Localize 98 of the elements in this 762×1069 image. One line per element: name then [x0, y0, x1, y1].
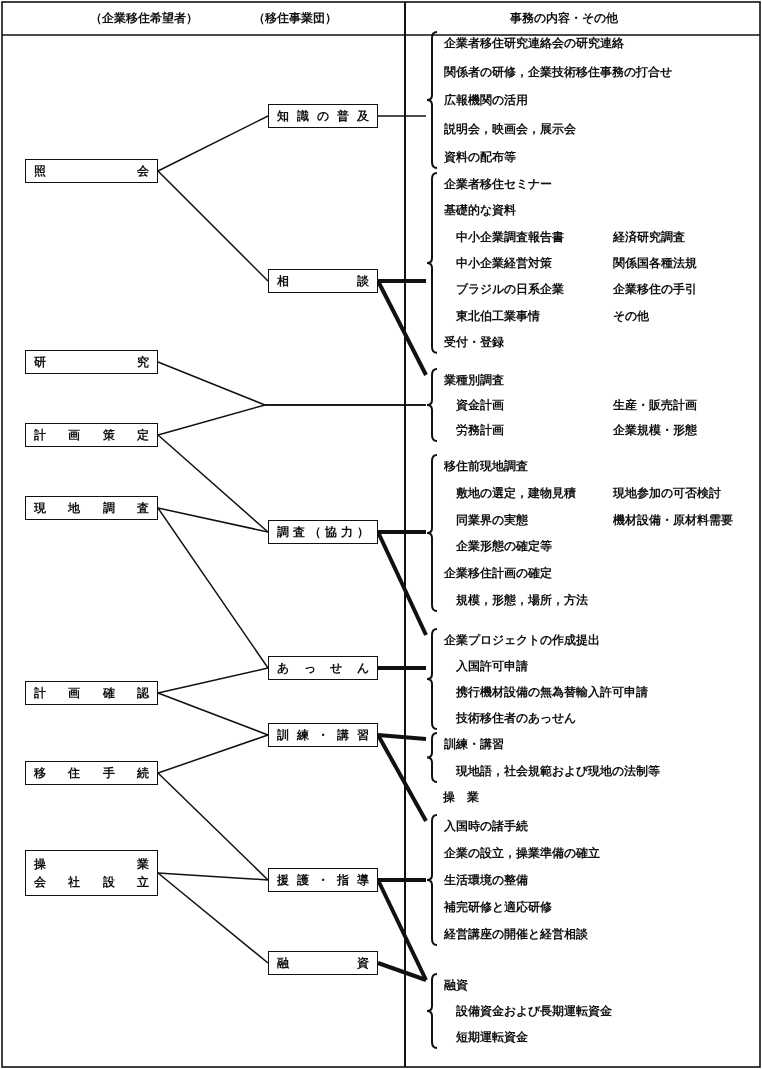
double-connector-line — [378, 878, 426, 882]
box-label: 計画策定 — [34, 427, 149, 444]
list-item: 企業者移住セミナー — [444, 176, 552, 192]
list-item: 現地語，社会規範および現地の法制等 — [456, 763, 660, 779]
connector-line — [157, 507, 269, 669]
list-item: 企業移住の手引 — [613, 281, 697, 298]
connector-line — [157, 434, 269, 533]
list-item: 企業の設立，操業準備の確立 — [444, 845, 600, 861]
connector-line — [377, 115, 427, 117]
column-header: （移住事業団） — [253, 10, 337, 26]
list-item: 入国許可申請 — [456, 658, 528, 674]
double-connector-line — [377, 961, 427, 982]
connector-line — [157, 872, 269, 964]
list-item: 業種別調査 — [444, 372, 504, 388]
list-item: 補完研修と適応研修 — [444, 899, 552, 915]
list-item: 中小企業調査報告書 — [456, 228, 564, 245]
process-box — [25, 850, 158, 896]
list-item: 企業プロジェクトの作成提出 — [444, 632, 600, 648]
list-item: 設備資金および長期運転資金 — [456, 1003, 612, 1019]
box-label: 照会 — [34, 163, 149, 180]
process-box — [268, 868, 378, 892]
list-item: 経営講座の開催と経営相談 — [444, 926, 588, 942]
box-label: 知識の普及 — [277, 108, 369, 125]
list-item: 企業規模・形態 — [613, 422, 697, 438]
list-item: 関係者の研修，企業技術移住事務の打合せ — [444, 63, 672, 80]
double-connector-line — [376, 734, 428, 822]
process-box — [25, 761, 158, 785]
list-item: 同業界の実態 — [456, 511, 528, 528]
list-item: 経済研究調査 — [613, 228, 685, 245]
box-label: あっせん — [277, 660, 369, 677]
process-box — [268, 723, 378, 747]
list-item: 生産・販売計画 — [613, 397, 697, 413]
list-item: 移住前現地調査 — [444, 458, 528, 474]
connector-line — [157, 170, 269, 282]
list-item: 東北伯工業事情 — [456, 307, 540, 324]
process-box — [268, 951, 378, 975]
list-item: 広報機関の活用 — [444, 92, 528, 108]
process-box — [25, 159, 158, 183]
list-item: 操業 — [443, 789, 491, 805]
double-connector-line — [376, 879, 428, 981]
process-box — [25, 681, 158, 705]
process-box — [268, 104, 378, 128]
list-item: 企業移住計画の確定 — [444, 565, 552, 582]
box-label: 研究 — [34, 354, 149, 371]
list-item: 中小企業経営対策 — [456, 254, 552, 271]
connector-line — [157, 115, 269, 172]
list-item: ブラジルの日系企業 — [456, 281, 564, 298]
list-item: 短期運転資金 — [456, 1029, 528, 1045]
list-item: 労務計画 — [456, 422, 504, 438]
process-box — [268, 269, 378, 293]
column-header: （企業移住希望者） — [90, 10, 198, 26]
process-box — [25, 496, 158, 520]
connector-line — [157, 667, 269, 694]
process-box — [268, 520, 378, 544]
connector-line — [157, 507, 269, 533]
double-connector-line — [378, 666, 426, 670]
connector-line — [157, 692, 269, 736]
list-item: 関係国各種法規 — [613, 254, 697, 271]
list-item: 受付・登録 — [444, 333, 504, 350]
list-item: その他 — [613, 307, 649, 324]
list-item: 規模，形態，場所，方法 — [456, 592, 588, 608]
list-item: 入国時の諸手続 — [444, 818, 528, 834]
list-item: 資金計画 — [456, 397, 504, 413]
box-label: 援護・指導 — [277, 872, 369, 889]
list-item: 機材設備・原材料需要 — [613, 511, 733, 528]
double-connector-line — [377, 733, 427, 741]
process-box — [25, 350, 158, 374]
connector-line — [157, 872, 269, 881]
list-item: 訓練・講習 — [444, 736, 504, 752]
double-connector-line — [376, 280, 428, 376]
connector-line — [157, 734, 269, 774]
list-item: 敷地の選定，建物見積 — [456, 484, 576, 501]
box-label: 会社設立 — [34, 874, 149, 891]
list-item: 企業形態の確定等 — [456, 538, 552, 555]
process-box — [268, 656, 378, 680]
connector-line — [157, 772, 269, 881]
box-label: 訓練・講習 — [277, 727, 369, 744]
double-connector-line — [378, 279, 426, 283]
box-label: 計画確認 — [34, 685, 149, 702]
list-item: 融資 — [444, 977, 468, 993]
list-item: 基礎的な資料 — [444, 202, 516, 219]
list-item: 企業者移住研究連絡会の研究連絡 — [444, 35, 624, 51]
double-connector-line — [376, 531, 428, 636]
list-item: 生活環境の整備 — [444, 872, 528, 888]
box-label: 現地調査 — [34, 500, 149, 517]
box-label: 調査（協力） — [277, 524, 369, 541]
box-label: 相談 — [277, 273, 369, 290]
list-item: 技術移住者のあっせん — [456, 710, 576, 726]
connector-line — [157, 404, 427, 436]
list-item: 現地参加の可否検討 — [613, 484, 721, 501]
box-label: 移住手続 — [34, 765, 149, 782]
list-item: 説明会，映画会，展示会 — [444, 120, 576, 137]
process-box — [25, 423, 158, 447]
box-label: 融資 — [277, 955, 369, 972]
double-connector-line — [378, 530, 426, 534]
box-label: 操業 — [34, 856, 149, 873]
list-item: 資料の配布等 — [444, 149, 516, 165]
list-item: 携行機材設備の無為替輸入許可申請 — [456, 684, 648, 700]
